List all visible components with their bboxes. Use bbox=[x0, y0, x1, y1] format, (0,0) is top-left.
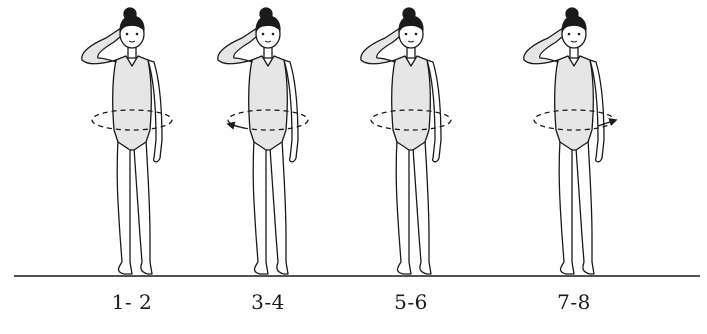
step-label-1: 1- 2 bbox=[92, 290, 172, 314]
hair-bun bbox=[403, 8, 415, 20]
right-leg bbox=[270, 140, 288, 274]
left-leg bbox=[117, 140, 132, 274]
hair-bun bbox=[260, 8, 272, 20]
right-leg bbox=[576, 140, 594, 274]
eye-left bbox=[126, 33, 129, 36]
figure-4 bbox=[524, 8, 616, 274]
left-leg bbox=[559, 140, 574, 274]
right-leg bbox=[134, 140, 152, 274]
step-label-4: 7-8 bbox=[534, 290, 614, 314]
eye-left bbox=[405, 33, 408, 36]
eye-left bbox=[568, 33, 571, 36]
eye-left bbox=[262, 33, 265, 36]
step-label-3: 5-6 bbox=[371, 290, 451, 314]
eye-right bbox=[272, 33, 275, 36]
left-leg bbox=[396, 140, 411, 274]
hair-bun bbox=[124, 8, 136, 20]
figure-1 bbox=[82, 8, 172, 274]
left-leg bbox=[253, 140, 268, 274]
figure-3 bbox=[361, 8, 451, 274]
figures-group bbox=[82, 8, 616, 274]
eye-right bbox=[578, 33, 581, 36]
figure-2 bbox=[218, 8, 308, 274]
eye-right bbox=[136, 33, 139, 36]
hair-bun bbox=[566, 8, 578, 20]
right-leg bbox=[413, 140, 431, 274]
leotard bbox=[555, 56, 594, 150]
rotation-arrow-left bbox=[228, 124, 244, 128]
leotard bbox=[113, 56, 152, 150]
step-label-2: 3-4 bbox=[228, 290, 308, 314]
leotard bbox=[392, 56, 431, 150]
leotard bbox=[249, 56, 288, 150]
eye-right bbox=[415, 33, 418, 36]
